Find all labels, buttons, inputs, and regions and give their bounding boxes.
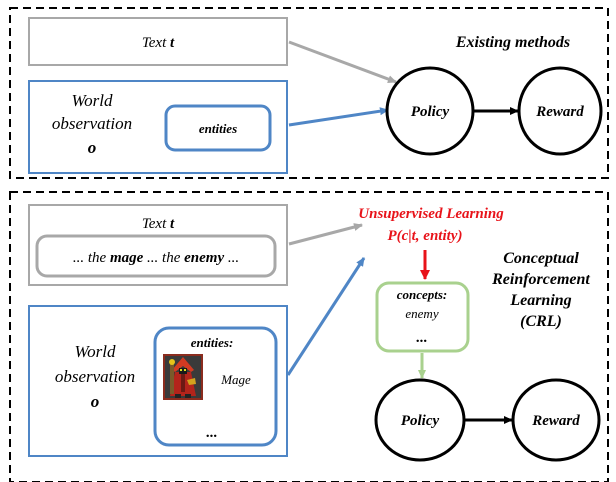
concepts-item-enemy: enemy — [405, 306, 438, 321]
crl-panel — [9, 191, 609, 482]
existing-reward-label: Reward — [535, 104, 584, 120]
crl-text-label: Text t — [142, 216, 175, 232]
existing-text-to-policy-arrow — [288, 40, 397, 84]
existing-entities-to-policy-arrow — [288, 107, 389, 127]
crl-entities-ellipsis: ... — [206, 425, 217, 441]
crl-reward-node — [511, 378, 601, 462]
crl-sentence: ... the mage ... the enemy ... — [73, 250, 239, 266]
crl-policy-node — [374, 378, 466, 462]
crl-text-to-unsupervised-arrow — [288, 223, 363, 246]
crl-entities-header: entities: — [191, 335, 234, 350]
concepts-box — [375, 281, 470, 353]
existing-methods-title: Existing methods — [455, 34, 570, 51]
crl-sentence-segment: mage — [110, 250, 144, 266]
existing-entities-box — [164, 104, 272, 152]
existing-entities-label: entities — [199, 121, 237, 136]
crl-entity-mage: Mage — [220, 372, 251, 387]
existing-reward-node — [517, 66, 603, 156]
crl-title-line3: Learning — [509, 292, 571, 309]
crl-reward-label: Reward — [531, 413, 580, 429]
existing-world-line1: World — [72, 91, 113, 110]
crl-title-line1: Conceptual — [503, 250, 579, 267]
crl-policy-label: Policy — [401, 413, 440, 429]
crl-world-line2: observation — [55, 367, 135, 386]
existing-policy-node — [385, 66, 475, 156]
unsupervised-learning-title: Unsupervised Learning — [358, 206, 504, 222]
crl-entities-to-unsupervised-arrow — [286, 257, 366, 376]
crl-sentence-segment: ... — [224, 250, 239, 266]
crl-title-line4: (CRL) — [520, 313, 562, 330]
crl-sentence-segment: enemy — [184, 250, 224, 266]
existing-text-label: Text t — [142, 35, 175, 51]
mage-sprite-icon — [163, 354, 203, 400]
existing-policy-label: Policy — [411, 104, 450, 120]
existing-text-box — [28, 17, 288, 66]
unsupervised-learning-formula: P(c|t, entity) — [388, 228, 463, 244]
concepts-header: concepts: — [397, 287, 448, 302]
crl-title-line2: Reinforcement — [491, 271, 590, 288]
crl-world-var: o — [91, 392, 100, 411]
crl-world-line1: World — [75, 342, 116, 361]
crl-sentence-segment: ... the — [73, 250, 110, 266]
crl-sentence-segment: ... the — [143, 250, 184, 266]
crl-sentence-box — [35, 234, 277, 278]
existing-world-var: o — [88, 138, 97, 157]
existing-world-line2: observation — [52, 114, 132, 133]
concepts-ellipsis: ... — [416, 330, 427, 346]
existing-methods-panel — [9, 7, 609, 179]
